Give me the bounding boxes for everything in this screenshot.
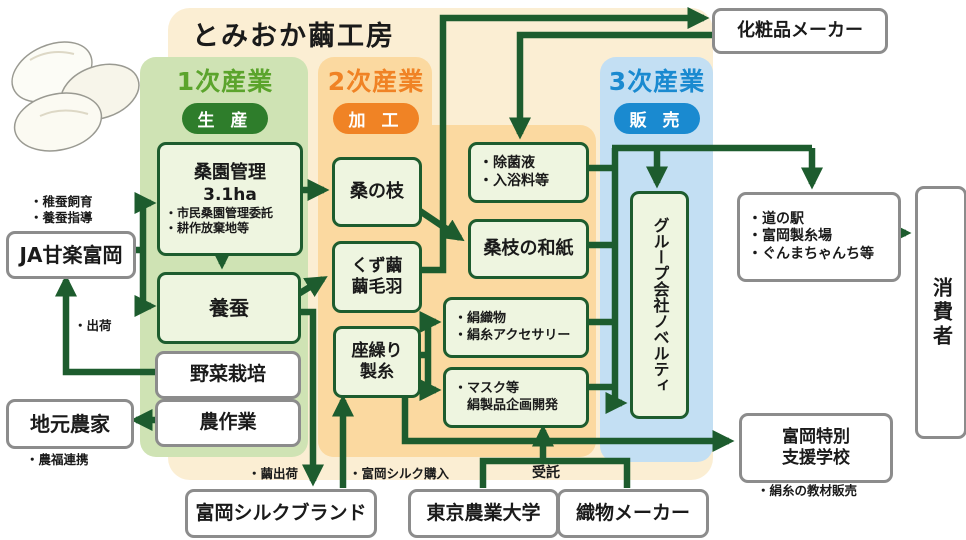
box-label: 地元農家 <box>30 411 110 436</box>
annotation-chisan: ・稚蚕飼育 ・養蚕指導 <box>30 194 93 227</box>
box-zaguri: 座繰り 製糸 <box>333 326 421 398</box>
processing-badge: 加 工 <box>332 103 420 134</box>
box-label: くず繭 <box>351 255 403 276</box>
box-label: ・市民桑園管理委託 <box>165 205 274 220</box>
cocoon-shading <box>39 109 89 117</box>
box-label: ・マスク等 <box>454 381 520 397</box>
primary-industry-label: 1次産業 <box>176 67 274 96</box>
arrow-yasai-to-ja <box>54 274 156 376</box>
box-label: ・道の駅 <box>748 210 804 227</box>
annotation-silk-konyu: ・富岡シルク購入 <box>349 466 450 481</box>
tertiary-industry-header: 3次産業 販 売 <box>604 62 710 134</box>
box-label: 支援学校 <box>782 448 850 468</box>
box-shohisha: 消費者 <box>915 186 966 439</box>
box-kinuori: ・絹織物 ・絹糸アクセサリー <box>443 297 589 358</box>
box-label: 3.1ha <box>203 184 257 205</box>
box-label: 養蚕 <box>209 295 249 320</box>
box-tokyo-nodai: 東京農業大学 <box>408 489 559 538</box>
cocoons-illustration <box>11 41 140 152</box>
box-label: ・入浴料等 <box>479 172 549 189</box>
box-label: ・絹織物 <box>454 311 507 327</box>
box-label: ・除菌液 <box>479 155 535 171</box>
box-label: 消費者 <box>929 276 954 349</box>
annotation-kyozai-hanbai: ・絹糸の教材販売 <box>757 483 858 498</box>
annotation-line: ・養蚕指導 <box>30 210 93 226</box>
line-jutaku-bracket <box>479 457 631 488</box>
box-label: 繭毛羽 <box>351 277 403 297</box>
production-badge: 生 産 <box>181 103 269 134</box>
box-yasai-saibai: 野菜栽培 <box>155 351 301 399</box>
box-jimoto-noka: 地元農家 <box>6 399 134 449</box>
box-silk-brand: 富岡シルクブランド <box>185 489 377 538</box>
box-label: 桑園管理 <box>194 162 266 184</box>
diagram-title: とみおか繭工房 <box>192 21 395 52</box>
arrow-yosan-to-silkbrand <box>295 308 325 487</box>
box-label: 桑枝の和紙 <box>483 237 574 259</box>
sales-badge: 販 売 <box>613 103 701 134</box>
box-label: 富岡特別 <box>782 426 850 447</box>
annotation-mayu-shukka: ・繭出荷 <box>248 466 299 481</box>
box-label: グループ会社ノベルティ <box>650 217 670 393</box>
box-label: ・ぐんまちゃんち等 <box>748 245 874 262</box>
box-label: 野菜栽培 <box>189 363 266 386</box>
box-label: 富岡シルクブランド <box>195 501 367 524</box>
box-label: 製糸 <box>360 362 394 382</box>
box-kuwanoeda: 桑の枝 <box>332 157 422 227</box>
arrow-zaguri-to-shien <box>401 392 735 453</box>
box-label: 桑の枝 <box>350 180 404 202</box>
tertiary-industry-label: 3次産業 <box>608 67 706 96</box>
box-yosan: 養蚕 <box>157 272 301 344</box>
box-michinoeki: ・道の駅 ・富岡製糸場 ・ぐんまちゃんち等 <box>737 192 901 282</box>
arrow-keshohin-to-jokin <box>508 31 712 140</box>
box-orimono-maker: 織物メーカー <box>557 489 709 538</box>
box-label: 絹製品企画開発 <box>454 397 559 413</box>
cocoon-shape <box>13 92 103 152</box>
box-ja-kanra-tomioka: JA甘楽富岡 <box>6 231 136 279</box>
box-washi: 桑枝の和紙 <box>468 219 589 279</box>
annotation-shukka: ・出荷 <box>74 318 112 333</box>
primary-industry-header: 1次産業 生 産 <box>150 62 300 134</box>
cocoon-shading <box>29 51 75 61</box>
annotation-line: ・稚蚕飼育 <box>30 194 93 209</box>
annotation-jutaku: 受託 <box>532 465 560 481</box>
box-novelty: グループ会社ノベルティ <box>630 191 689 419</box>
secondary-industry-header: 2次産業 加 工 <box>322 62 430 134</box>
box-keshohin-maker: 化粧品メーカー <box>712 8 888 54</box>
box-shien-gakko: 富岡特別 支援学校 <box>739 413 893 483</box>
box-label: JA甘楽富岡 <box>19 242 123 267</box>
box-label: ・富岡製糸場 <box>748 228 832 245</box>
arrow-kuzumayu-to-keshohin <box>416 6 710 274</box>
box-label: 東京農業大学 <box>426 501 541 524</box>
box-label: 座繰り <box>351 340 403 361</box>
box-jokin: ・除菌液 ・入浴料等 <box>468 142 589 203</box>
secondary-industry-label: 2次産業 <box>327 67 425 96</box>
box-nosagyo: 農作業 <box>155 399 301 447</box>
box-kuzumayu: くず繭 繭毛羽 <box>332 241 422 313</box>
box-label: 織物メーカー <box>575 501 690 524</box>
box-mask: ・マスク等 絹製品企画開発 <box>443 367 589 428</box>
box-kuwaen-kanri: 桑園管理 3.1ha ・市民桑園管理委託 ・耕作放棄地等 <box>157 142 303 256</box>
annotation-nofuku-renkei: ・農福連携 <box>26 452 89 467</box>
box-label: ・絹糸アクセサリー <box>454 327 571 343</box>
box-label: 農作業 <box>199 411 257 434</box>
box-label: 化粧品メーカー <box>737 19 863 41</box>
box-label: ・耕作放棄地等 <box>165 220 250 235</box>
